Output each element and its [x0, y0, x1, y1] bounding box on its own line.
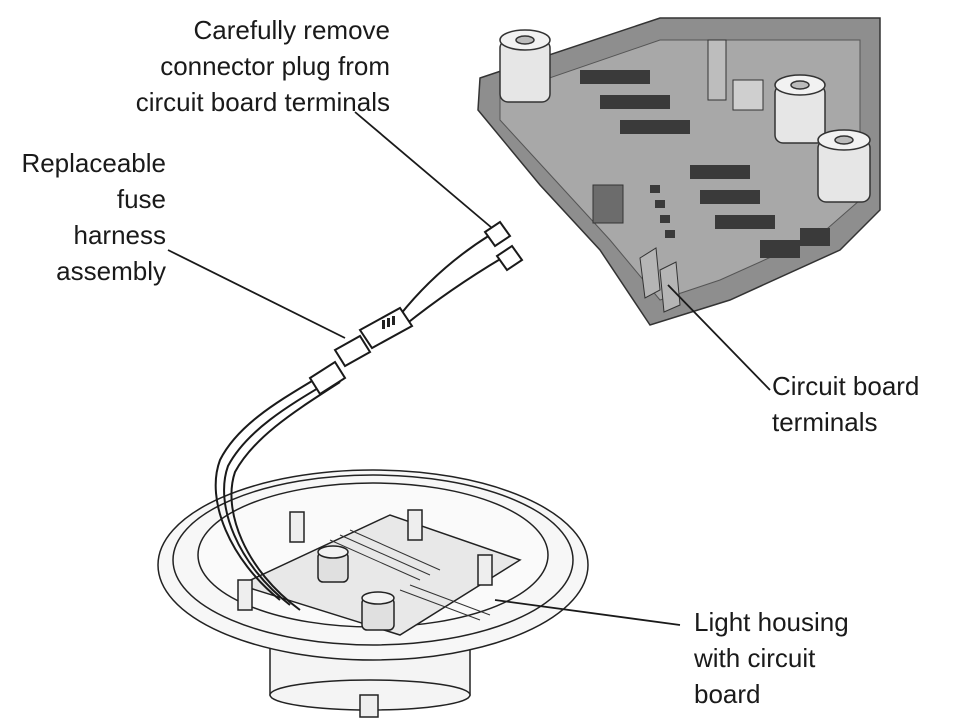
callout-housing-line-1: Light housing	[694, 607, 849, 637]
callout-connector-line-1: Carefully remove	[193, 15, 390, 45]
callout-terminals-line-2: terminals	[772, 407, 878, 437]
callout-terminals: Circuit board terminals	[772, 368, 919, 440]
callout-connector-line-2: connector plug from	[160, 51, 390, 81]
callout-fuse-line-2: fuse	[116, 184, 166, 214]
callout-housing-line-3: board	[694, 679, 761, 709]
callout-fuse-line-3: harness	[73, 220, 167, 250]
circuit-board-closeup	[477, 17, 881, 326]
light-housing	[157, 469, 589, 718]
callout-housing: Light housing with circuit board	[694, 604, 849, 712]
callout-connector-line-3: circuit board terminals	[135, 87, 390, 117]
callout-fuse: Replaceable fuse harness assembly	[0, 145, 166, 289]
leader-lines	[167, 111, 771, 626]
callout-connector: Carefully remove connector plug from cir…	[70, 12, 390, 120]
leader-housing	[494, 599, 681, 626]
leader-connector	[354, 111, 493, 229]
fuse-harness	[214, 220, 524, 611]
callout-fuse-line-1: Replaceable	[21, 148, 166, 178]
callout-housing-line-2: with circuit	[694, 643, 816, 673]
callout-fuse-line-4: assembly	[56, 256, 166, 286]
leader-fuse	[167, 249, 346, 339]
callout-terminals-line-1: Circuit board	[772, 371, 920, 401]
leader-terminals	[667, 284, 771, 391]
